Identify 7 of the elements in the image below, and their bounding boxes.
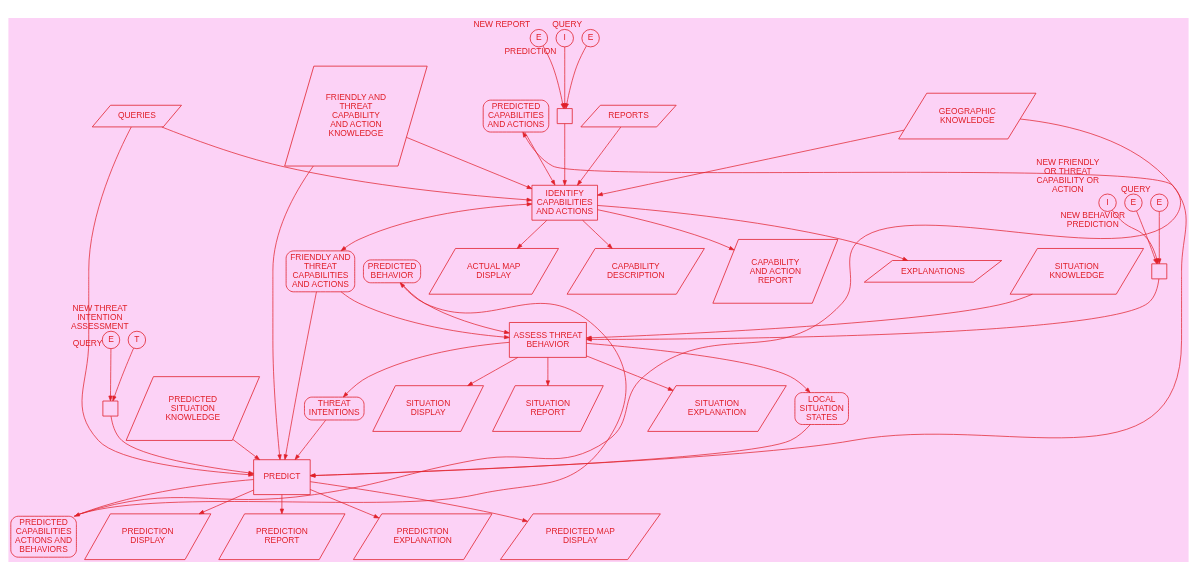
node-label: NEW BEHAVIOR PREDICTION (1060, 210, 1126, 230)
node-label: PREDICTION (504, 45, 557, 56)
node-label: NEW REPORT (473, 19, 531, 30)
node-label: NEW THREAT INTENTION ASSESSMENT (71, 302, 129, 331)
node-label: QUERY (552, 19, 583, 30)
node-label: QUERY (1120, 183, 1151, 194)
node-label: QUERY (72, 338, 103, 349)
